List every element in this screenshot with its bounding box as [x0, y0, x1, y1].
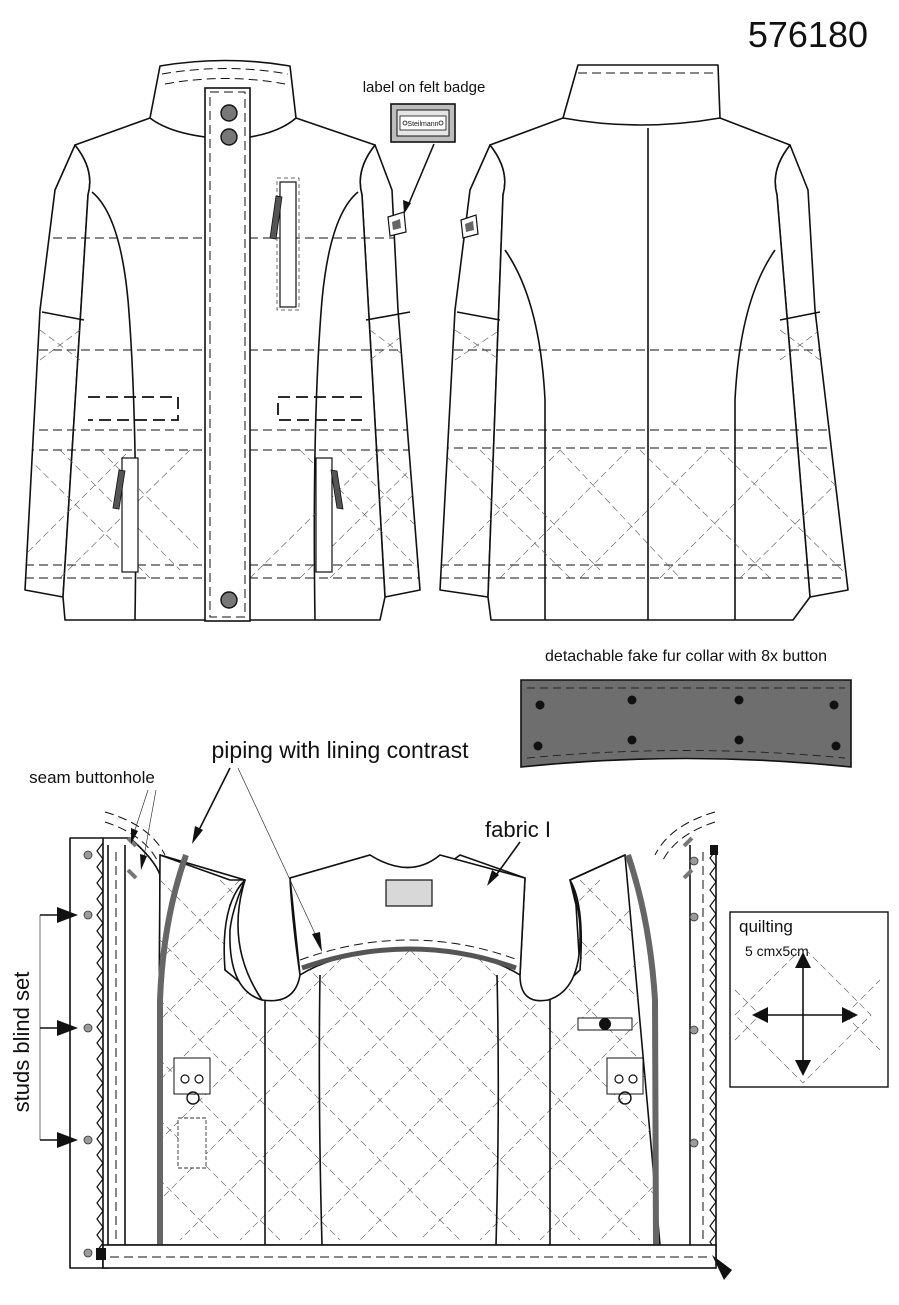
right-lower-pocket	[315, 457, 333, 573]
collar-button	[831, 741, 841, 751]
inner-pocket-left	[173, 1057, 211, 1169]
collar-button	[533, 741, 543, 751]
piping-right	[625, 854, 659, 1246]
back-sleeve-badge	[460, 214, 479, 239]
quilting-title: quilting	[739, 917, 793, 936]
right-zigzag-edge	[709, 849, 717, 1251]
piping-callout: piping with lining contrast	[212, 737, 470, 763]
studs-callout: studs blind set	[9, 972, 34, 1113]
chest-pocket	[279, 181, 297, 308]
jacket-front-view	[24, 59, 421, 622]
collar-button	[535, 700, 545, 710]
fabric-callout: fabric I	[485, 817, 551, 842]
jacket-back-view	[439, 64, 849, 621]
quilting-detail-box: quilting 5 cmx5cm	[729, 911, 889, 1088]
collar-button	[829, 700, 839, 710]
quilting-dimension: 5 cmx5cm	[745, 943, 809, 959]
left-lower-pocket	[121, 457, 139, 573]
collar-button	[627, 735, 637, 745]
collar-button	[627, 695, 637, 705]
style-number: 576180	[748, 14, 868, 55]
fake-fur-collar	[520, 679, 852, 768]
back-body	[487, 117, 811, 621]
seam-buttonhole-callout: seam buttonhole	[29, 768, 155, 787]
felt-badge-detail: Steilmann	[390, 103, 456, 143]
front-sleeve-badge	[387, 211, 407, 237]
collar-button	[734, 695, 744, 705]
placket-button-2	[220, 128, 238, 146]
piping-back-neck	[301, 946, 517, 971]
badge-brand-text: Steilmann	[407, 121, 438, 128]
piping-left	[157, 853, 189, 1245]
label-badge-callout: label on felt badge	[363, 79, 486, 96]
placket-button-1	[220, 104, 238, 122]
inside-label	[385, 879, 433, 907]
back-collar	[562, 64, 721, 126]
collar-button	[734, 735, 744, 745]
front-placket	[204, 87, 251, 622]
left-zigzag-edge	[96, 842, 104, 1260]
badge-arrow	[406, 143, 435, 209]
placket-button-3	[220, 591, 238, 609]
inner-pocket-right	[577, 1017, 644, 1105]
collar-callout: detachable fake fur collar with 8x butto…	[545, 648, 827, 665]
jacket-inside-view	[69, 811, 718, 1269]
